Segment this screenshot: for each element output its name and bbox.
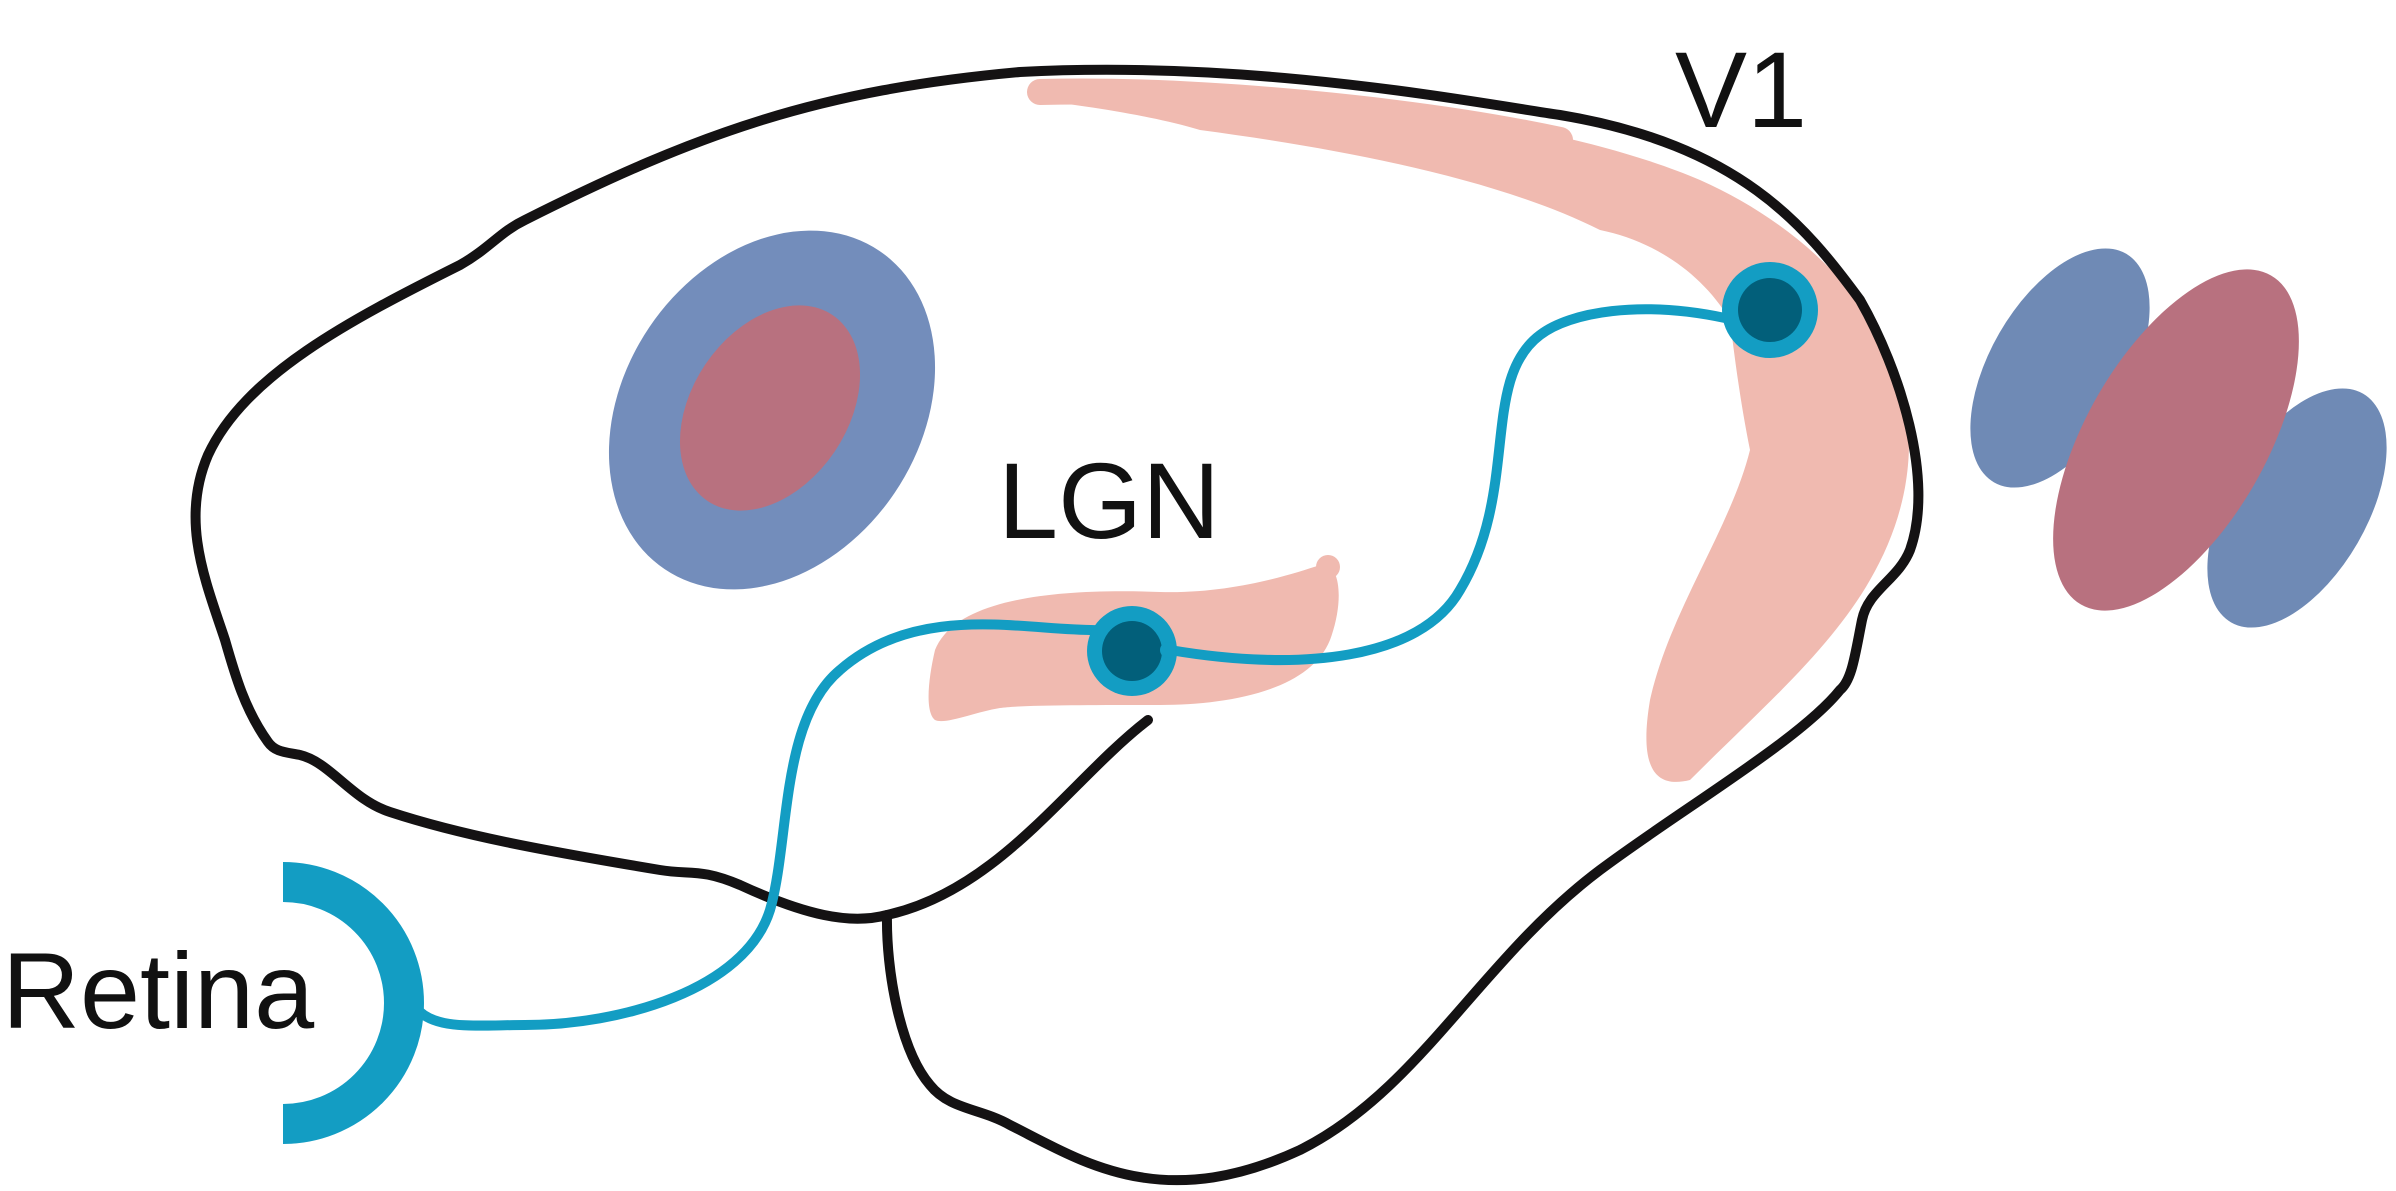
brain-inner-line xyxy=(882,715,1153,920)
retina-to-lgn-axon xyxy=(415,619,1105,1031)
retina-label: Retina xyxy=(2,930,315,1051)
v1-label: V1 xyxy=(1675,29,1807,150)
oriented-field-left-lobe xyxy=(1970,248,2150,488)
neuron-core xyxy=(1738,278,1802,342)
v1-region-stroke xyxy=(1027,78,1573,153)
brain-outline xyxy=(190,64,1924,1186)
neuron-core xyxy=(1102,621,1162,681)
retina-arc-icon xyxy=(282,862,424,1144)
lgn-to-v1-axon xyxy=(1165,304,1730,665)
lgn-label: LGN xyxy=(998,440,1220,561)
lgn-region-tip xyxy=(1316,555,1340,579)
v1-region xyxy=(1035,89,1909,782)
synapse-dot xyxy=(1160,642,1176,658)
v1-neuron xyxy=(1722,262,1818,358)
receptive-field-center xyxy=(679,305,861,511)
cortical-receptive-field xyxy=(608,230,936,590)
lgn-neuron xyxy=(1087,606,1177,696)
oriented-field-center-lobe xyxy=(2053,269,2299,611)
v1-oriented-receptive-field xyxy=(1970,248,2387,628)
oriented-field-right-lobe xyxy=(2207,388,2387,628)
